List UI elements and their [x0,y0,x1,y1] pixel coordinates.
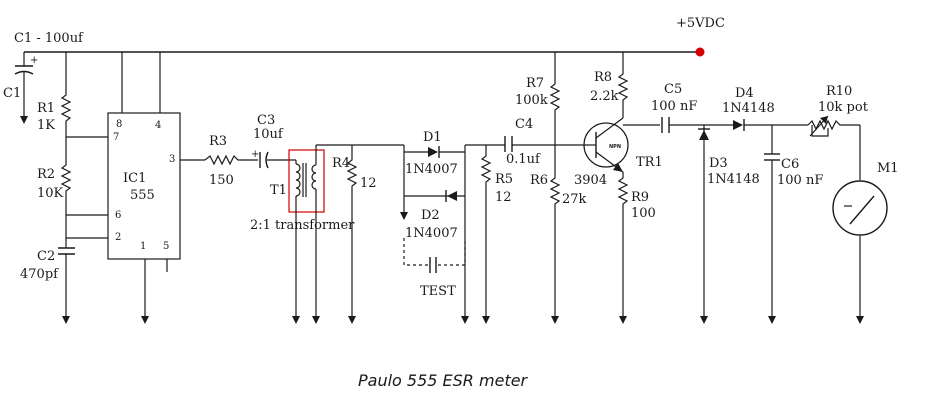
c1-title-label: C1 - 100uf [14,31,84,46]
capacitor-c6 [764,125,780,324]
diode-d1 [404,146,465,158]
c1-label: C1 [3,86,21,101]
ic-part: 555 [130,188,155,203]
resistor-r4 [346,145,358,324]
test-capacitor [403,238,466,273]
c2-value: 470pf [20,267,59,282]
vdc-label: +5VDC [676,16,725,31]
capacitor-c1 [14,65,34,124]
r9-label: R9 [631,190,649,205]
c4-value: 0.1uf [506,152,541,167]
r7-value: 100k [515,93,548,108]
c5-value: 100 nF [651,99,697,114]
r3-label: R3 [209,134,227,149]
resistor-r6 [549,145,561,324]
capacitor-c4 [504,136,590,152]
d3-value: 1N4148 [707,172,760,187]
c4-label: C4 [515,117,533,132]
r4-label: R4 [332,156,350,171]
r4-value: 12 [360,176,377,191]
diode-d4 [733,119,808,131]
ic-pin-4: 4 [155,120,161,131]
r6-value: 27k [562,192,587,207]
resistor-r3 [204,154,258,166]
c1-plus-label: + [30,55,38,66]
d1-value: 1N4007 [405,162,458,177]
npn-label: NPN [609,144,621,150]
resistor-r9 [617,172,629,324]
r6-label: R6 [530,173,548,188]
c3-plus-label: + [251,149,259,160]
transistor-tr1: NPN [583,117,660,173]
d4-value: 1N4148 [722,101,775,116]
ic-pin-6: 6 [115,210,121,221]
capacitor-c2 [58,247,75,324]
t1-label: T1 [270,183,287,198]
r1-value: 1K [37,118,55,133]
r3-value: 150 [209,173,234,188]
c3-value: 10uf [253,127,284,142]
diode-d3 [698,125,710,324]
resistor-r5 [480,145,492,324]
r8-label: R8 [594,70,612,85]
ic-pin-8: 8 [116,119,122,130]
diagram-caption: Paulo 555 ESR meter [358,371,529,390]
power-rail [23,47,705,113]
c2-label: C2 [37,249,55,264]
d3-label: D3 [709,156,728,171]
tr1-label: TR1 [636,155,663,170]
tr1-value: 3904 [574,173,607,188]
resistor-r1 [60,90,72,160]
d4-label: D4 [735,86,754,101]
d2-label: D2 [421,208,440,223]
ic-pin-5: 5 [163,241,169,252]
r8-value: 2.2k [590,89,619,104]
potentiometer-r10 [807,115,860,137]
test-label: TEST [420,284,456,299]
transformer-label: 2:1 transformer [250,218,355,233]
r9-value: 100 [631,206,656,221]
ic1-555-timer [107,112,205,324]
r10-value: 10k pot [818,100,869,115]
resistor-r2 [60,160,72,248]
r7-label: R7 [526,76,544,91]
ic-pin-1: 1 [140,241,146,252]
c6-label: C6 [781,157,799,172]
r5-label: R5 [495,172,513,187]
m1-label: M1 [877,161,899,176]
capacitor-c5 [661,117,733,133]
r2-label: R2 [37,167,55,182]
d1-label: D1 [423,130,442,145]
ic-pin-2: 2 [115,232,121,243]
meter-m1 [832,125,888,324]
ic-pin-3: 3 [169,154,175,165]
r10-label: R10 [826,84,852,99]
transformer-t1 [288,144,352,324]
r5-value: 12 [495,190,512,205]
capacitor-c3 [259,151,296,169]
resistor-r8 [617,70,629,118]
c6-value: 100 nF [777,173,823,188]
resistor-r7 [549,78,561,145]
d2-value: 1N4007 [405,226,458,241]
ic-pin-7: 7 [113,132,119,143]
diode-d2 [400,190,465,220]
c5-label: C5 [664,82,682,97]
r1-label: R1 [37,101,55,116]
ic-name: IC1 [123,171,146,186]
r2-value: 10K [37,186,64,201]
c3-label: C3 [257,113,275,128]
